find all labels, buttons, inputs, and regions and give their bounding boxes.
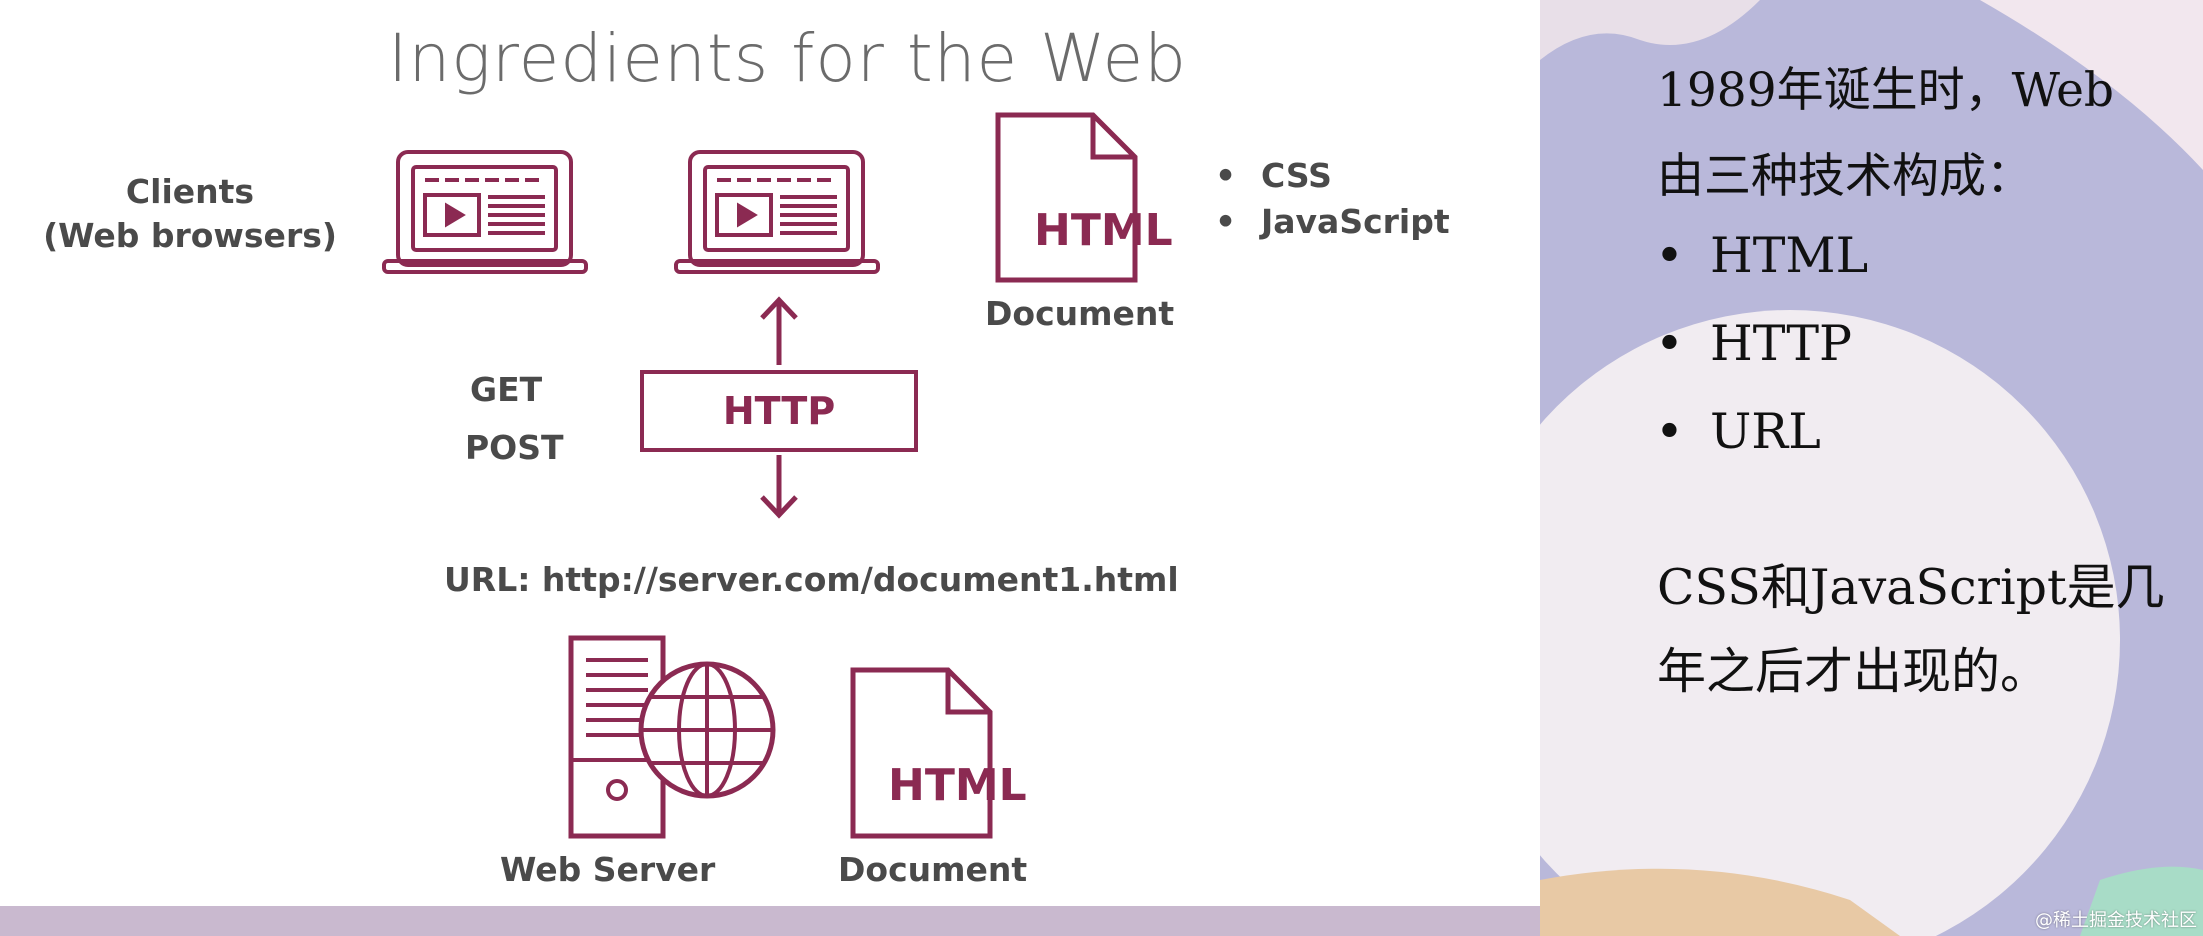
method-post-label: POST [465, 428, 564, 467]
url-label: URL: http://server.com/document1.html [444, 560, 1179, 599]
clients-label: Clients (Web browsers) [40, 170, 340, 258]
document-icon-bottom [850, 667, 993, 839]
list-item: •HTTP [1655, 315, 1852, 372]
tech-list: •HTML •HTTP •URL [1655, 212, 1868, 476]
note-text: CSS和JavaScript是几 年之后才出现的。 [1657, 546, 2177, 714]
tech-bullet-list: •CSS •JavaScript [1215, 153, 1450, 245]
clients-label-line2: (Web browsers) [43, 216, 337, 255]
intro-text: 1989年诞生时，Web 由三种技术构成： [1657, 48, 2177, 220]
method-get-label: GET [470, 370, 543, 409]
laptop-icon-2 [674, 150, 880, 274]
web-server-label: Web Server [500, 850, 716, 889]
bullet-item-css: •CSS [1215, 156, 1332, 195]
note-line2: 年之后才出现的。 [1657, 643, 2050, 700]
bullet-item-javascript: •JavaScript [1215, 202, 1450, 241]
http-box: HTTP [640, 370, 918, 452]
list-item: •HTML [1655, 227, 1869, 284]
laptop-icon-1 [382, 150, 588, 274]
note-line1: CSS和JavaScript是几 [1657, 559, 2165, 616]
slide-title: Ingredients for the Web [388, 20, 1188, 97]
intro-line2: 由三种技术构成： [1657, 149, 2033, 204]
arrow-down-icon [760, 455, 798, 519]
html-glyph-bottom: HTML [888, 760, 1027, 811]
clients-label-line1: Clients [125, 172, 255, 211]
html-glyph-top: HTML [1034, 205, 1173, 256]
watermark: @稀土掘金技术社区 [2035, 910, 2197, 931]
arrow-up-icon [760, 296, 798, 365]
intro-line1: 1989年诞生时，Web [1657, 63, 2114, 118]
diagram-art: HTML HTML [382, 112, 1173, 839]
document-label-top: Document [985, 294, 1175, 333]
http-label: HTTP [722, 389, 836, 433]
document-icon-top [995, 112, 1138, 283]
document-label-bottom: Document [838, 850, 1028, 889]
globe-icon [638, 661, 776, 799]
list-item: •URL [1655, 403, 1821, 460]
